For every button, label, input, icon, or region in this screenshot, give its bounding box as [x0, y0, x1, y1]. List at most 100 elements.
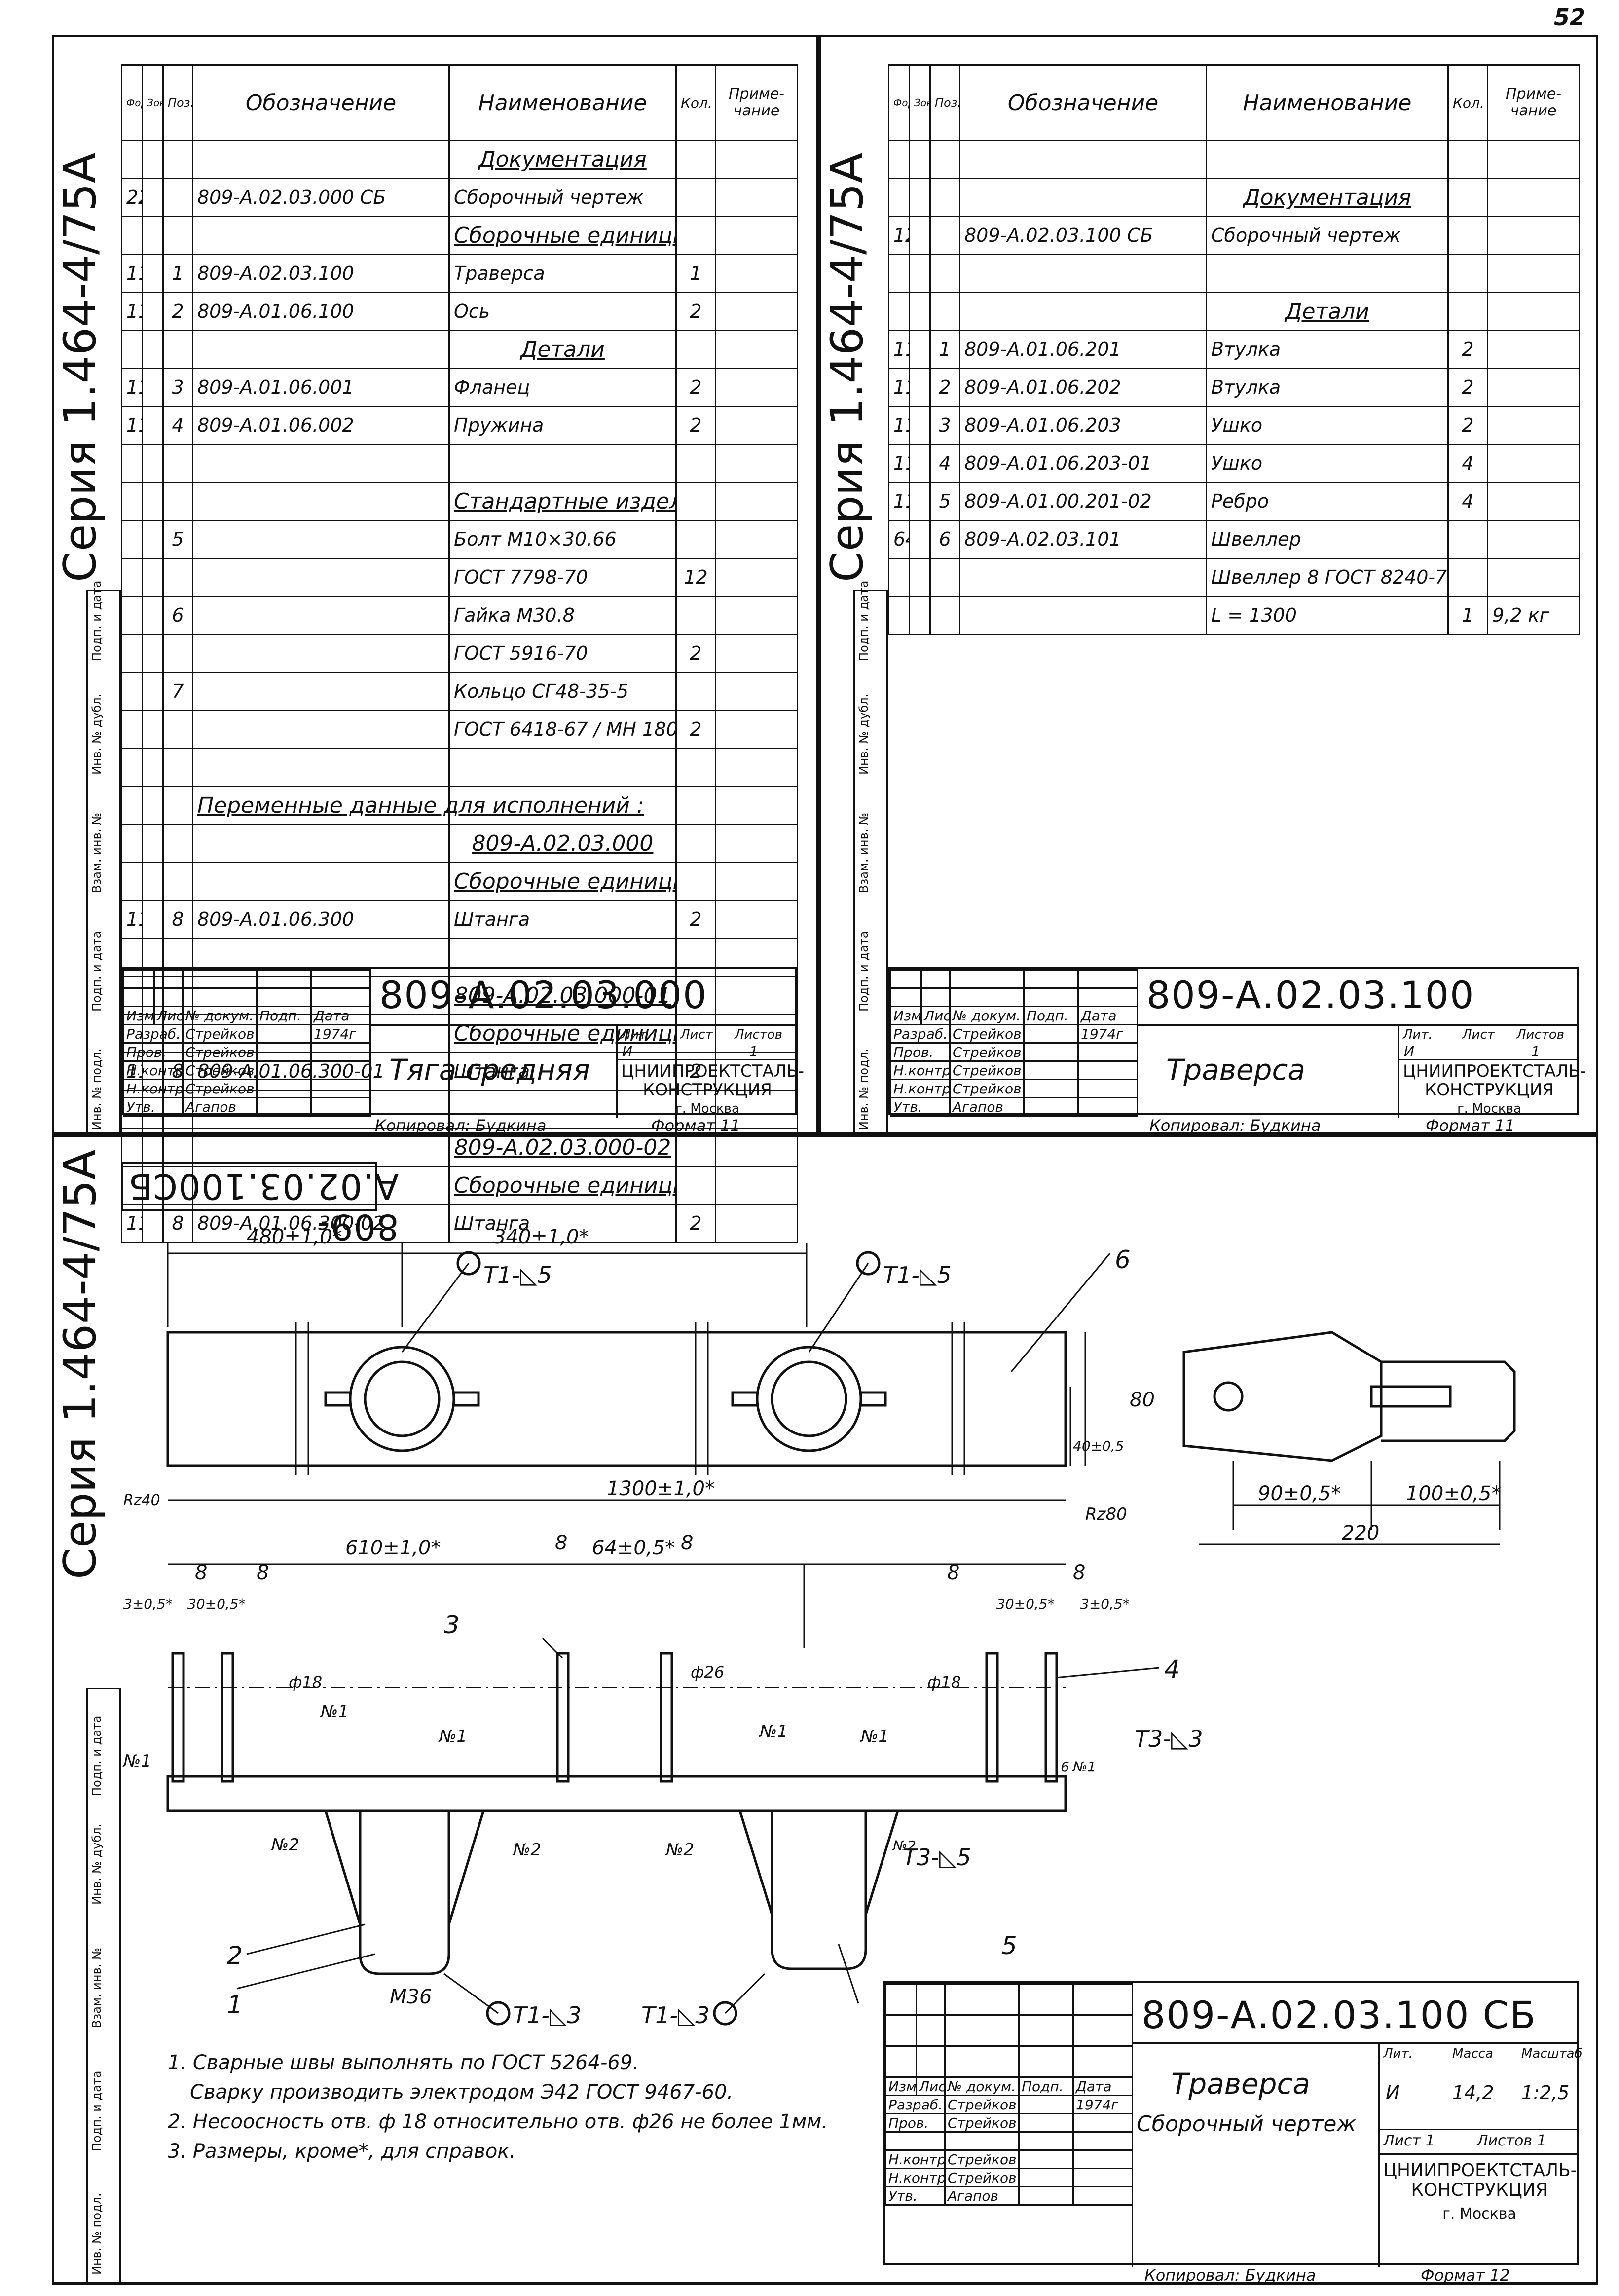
cell-note — [715, 1014, 798, 1053]
cell-note — [1487, 254, 1580, 293]
cell-qty — [1447, 558, 1488, 597]
cell-qty — [675, 786, 716, 825]
dim-lines-side — [1199, 1461, 1501, 1545]
cell-note — [1487, 520, 1580, 559]
cell-designation: 809-А.02.03.100 — [192, 254, 450, 293]
spec-table-2: Формат Зона Поз. Обозначение Наименовани… — [888, 64, 1580, 635]
cell-name: Траверса — [448, 254, 677, 293]
dim-m36: М36 — [390, 1986, 432, 2008]
col-pos: Поз. — [929, 64, 960, 141]
cell-name: Штанга — [448, 1204, 677, 1243]
cell-designation: Переменные данные для исполнений : — [192, 786, 644, 825]
cell-format — [121, 748, 143, 787]
tb2-sheet-label: Лист — [1462, 1027, 1495, 1042]
spec-row: Документация — [121, 140, 798, 179]
tb-date-label: Дата — [1072, 2076, 1133, 2096]
cell-designation — [192, 824, 450, 863]
cell-qty: 2 — [1447, 330, 1488, 369]
cell-zone — [909, 140, 931, 179]
cell-qty: 2 — [675, 292, 716, 331]
weld-n2: №2 — [892, 1838, 916, 1854]
cell-name: Сборочный чертеж — [448, 178, 677, 217]
cell-zone — [909, 216, 931, 255]
spec-table-1-header: Формат Зона Поз. Обозначение Наименовани… — [121, 64, 798, 141]
cell-note — [715, 1204, 798, 1243]
cell-format — [121, 862, 143, 901]
title-block-1: Изм Лист № докум. Подп. Дата Разраб.Стре… — [121, 967, 804, 1118]
rib-right-2 — [859, 1391, 887, 1407]
position-1: 1 — [227, 1991, 243, 2019]
col-qty: Кол. — [675, 64, 716, 141]
spec-row: Сборочные единицы — [121, 862, 798, 901]
rz40: Rz40 — [123, 1492, 160, 1509]
cell-qty — [1447, 216, 1488, 255]
cell-qty — [1447, 520, 1488, 559]
cell-name: Сборочные единицы — [448, 862, 677, 901]
tb-sign-label: Подп. — [256, 1006, 312, 1025]
cell-zone — [142, 748, 164, 787]
cell-qty: 2 — [675, 368, 716, 407]
cell-qty — [675, 1166, 716, 1205]
cell-designation — [959, 254, 1207, 293]
cell-format — [121, 330, 143, 369]
cell-pos: 6 — [162, 596, 193, 635]
col-format: Формат — [888, 64, 910, 141]
spec-row — [121, 748, 798, 787]
cell-pos — [162, 444, 193, 483]
weld-six: 6 — [1061, 1759, 1069, 1775]
rib-left-1 — [324, 1391, 352, 1407]
copied-2: Копировал: Будкина — [1149, 1116, 1321, 1135]
tb-role: Пров. — [123, 1042, 184, 1062]
cell-designation — [192, 710, 450, 749]
tb2-sheet-count: 1 — [1531, 1043, 1540, 1059]
side-view-hole — [1213, 1381, 1244, 1412]
cell-zone — [909, 596, 931, 635]
tb3-lit-value: И — [1386, 2082, 1400, 2104]
cell-qty — [675, 140, 716, 179]
tb2-city: г. Москва — [1457, 1101, 1521, 1116]
cell-zone — [142, 558, 164, 597]
tb-izm-label: Изм — [890, 1006, 922, 1025]
weld-n1: №1 — [759, 1722, 788, 1741]
tb-doc-label: № докум. — [182, 1006, 258, 1025]
leader-lines — [236, 1253, 1160, 2014]
cell-zone — [142, 140, 164, 179]
tb-person: Стрейков — [944, 2168, 1020, 2187]
cell-zone — [909, 444, 931, 483]
tb1-city: г. Москва — [675, 1101, 739, 1116]
cell-note — [715, 672, 798, 711]
cell-format: 11 — [888, 406, 910, 445]
cell-note — [715, 368, 798, 407]
weld-label-5: Т1-◺3 — [513, 2002, 582, 2029]
dim-1300: 1300±1,0* — [607, 1477, 715, 1500]
cell-name: ГОСТ 6418-67 / МН 180-61 — [448, 710, 677, 749]
spec-sheet-2-frame — [819, 35, 1598, 1135]
cell-qty — [1447, 292, 1488, 331]
cell-format — [121, 1128, 143, 1167]
cell-format: 11 — [121, 900, 143, 939]
page-number: 52 — [1554, 4, 1586, 31]
weld-n1: №1 — [438, 1727, 467, 1746]
eye-plate-3 — [556, 1652, 570, 1783]
tb-person: Стрейков — [949, 1042, 1025, 1062]
cell-format — [121, 824, 143, 863]
cell-qty — [675, 444, 716, 483]
cell-note — [715, 444, 798, 483]
cell-qty — [675, 976, 716, 1015]
cell-zone — [909, 178, 931, 217]
cell-format — [888, 292, 910, 331]
weld-n1: №1 — [122, 1751, 151, 1771]
cell-note — [715, 900, 798, 939]
cell-qty: 1 — [675, 254, 716, 293]
cell-zone — [142, 1128, 164, 1167]
col-designation: Обозначение — [192, 64, 450, 141]
cell-name: Детали — [1206, 292, 1449, 331]
rib-right-1 — [731, 1391, 759, 1407]
tb3-sheet: Лист 1 — [1383, 2132, 1435, 2149]
tb-role: Разраб. — [885, 2095, 946, 2114]
